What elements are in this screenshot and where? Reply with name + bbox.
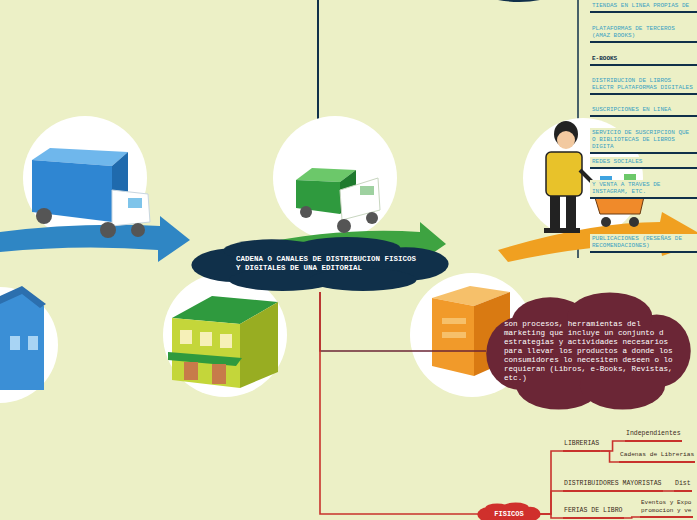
blue-arrow-band	[0, 216, 190, 262]
node-text: Eventos y Expo promocion y ve	[641, 499, 692, 514]
orange-warehouse-part	[442, 318, 466, 324]
definition-cloud: son procesos, herramientas del marketing…	[482, 290, 695, 412]
central-cloud: CADENA O CANALES DE DISTRIBUCION FISICOS…	[186, 236, 454, 292]
branch-item: FERIAS DE LIBRO	[563, 507, 624, 519]
leaf-item: Eventos y Expo promocion y ve	[640, 499, 693, 518]
shopper-figure-part	[629, 217, 639, 227]
blue-house-part	[10, 336, 20, 350]
leaf-item: Cadenas de Librerias	[619, 451, 695, 463]
white-circles-part	[273, 116, 397, 240]
node-text: Cadenas de Librerias	[620, 451, 694, 459]
branch-heading: E-BOOKS	[590, 54, 697, 66]
node-text: SUSCRIPCIONES EN LINEA	[592, 106, 695, 113]
branch-item: PUBLICACIONES (RESEÑAS DE RECOMENDACIONE…	[590, 234, 697, 253]
shopper-figure-part	[562, 228, 580, 233]
green-building-part	[240, 302, 278, 388]
blue-arrow-band-part	[0, 216, 190, 262]
orange-arrow-band	[498, 212, 697, 262]
node-text: TIENDAS EN LINEA PROPIAS DE	[592, 2, 695, 9]
physical-cloud: FISICOS	[476, 502, 542, 520]
blue-truck	[32, 148, 150, 238]
shopper-figure-part	[544, 228, 562, 233]
connector	[320, 292, 480, 514]
connector	[539, 451, 563, 514]
node-text: Independientes	[626, 430, 681, 438]
green-truck	[296, 168, 380, 233]
green-building-part	[220, 334, 232, 348]
node-text: FISICOS	[494, 510, 523, 518]
node-text: CADENA O CANALES DE DISTRIBUCION FISICOS…	[186, 255, 421, 274]
branch-item: LIBRERIAS	[563, 440, 600, 452]
shopper-figure-part	[601, 217, 611, 227]
orange-arrow-band-part	[498, 212, 697, 262]
node-text: REDES SOCIALES	[592, 158, 695, 165]
green-truck-part	[360, 186, 374, 195]
node-text: DISTRIBUIDORES MAYORISTAS	[564, 480, 662, 488]
blue-house-part	[28, 336, 38, 350]
node-text: DISTRIBUCION DE LIBROS ELECTR PLATAFORMA…	[592, 77, 695, 91]
shopper-figure-part	[566, 196, 576, 230]
blue-truck-part	[128, 198, 142, 208]
green-building-part	[184, 362, 198, 380]
blue-truck-part	[112, 190, 150, 226]
leaf-item: Dist	[674, 480, 692, 492]
branch-item: TIENDAS EN LINEA PROPIAS DE	[590, 1, 697, 13]
green-building-part	[200, 332, 212, 346]
blue-truck-part	[131, 223, 145, 237]
branch-item: Y VENTA A TRAVES DE INSTAGRAM, ETC.	[590, 180, 697, 199]
green-building-part	[168, 352, 242, 366]
branch-item: PLATAFORMAS DE TERCEROS (AMAZ BOOKS)	[590, 24, 697, 43]
blue-truck-part	[100, 222, 116, 238]
connector	[320, 292, 486, 351]
node-text: FERIAS DE LIBRO	[564, 507, 623, 515]
green-building	[168, 296, 278, 388]
node-text: PLATAFORMAS DE TERCEROS (AMAZ BOOKS)	[592, 25, 695, 39]
shopper-figure-part	[557, 131, 575, 149]
branch-item: SERVICIO DE SUSCRIPCION QUE O BIBLIOTECA…	[590, 128, 697, 154]
blue-truck-part	[36, 208, 52, 224]
blue-house	[0, 286, 46, 390]
white-circles-part	[0, 287, 58, 403]
leaf-item: Independientes	[625, 430, 682, 442]
node-text: son procesos, herramientas del marketing…	[482, 320, 695, 383]
green-truck-part	[366, 212, 378, 224]
connector	[539, 491, 563, 514]
branch-item: DISTRIBUCION DE LIBROS ELECTR PLATAFORMA…	[590, 76, 697, 95]
green-truck-part	[300, 206, 312, 218]
branch-item: SUSCRIPCIONES EN LINEA	[590, 105, 697, 117]
connector	[600, 451, 619, 462]
shopper-figure-part	[550, 196, 560, 230]
node-text: PUBLICACIONES (RESEÑAS DE RECOMENDACIONE…	[592, 235, 695, 249]
connector	[663, 490, 674, 492]
branch-item: REDES SOCIALES	[590, 157, 697, 169]
connector	[600, 441, 625, 451]
orange-warehouse-part	[442, 332, 466, 338]
white-circles-part	[163, 273, 287, 397]
node-text: SERVICIO DE SUSCRIPCION QUE O BIBLIOTECA…	[592, 129, 695, 150]
green-truck-part	[337, 219, 351, 233]
green-building-part	[180, 330, 192, 344]
branch-item: DISTRIBUIDORES MAYORISTAS	[563, 480, 663, 492]
leader-lines-part	[498, 0, 540, 2]
green-building-part	[172, 318, 240, 388]
node-text: E-BOOKS	[592, 55, 695, 62]
orange-warehouse-part	[432, 298, 474, 376]
connector	[624, 517, 640, 518]
node-text: Y VENTA A TRAVES DE INSTAGRAM, ETC.	[592, 181, 695, 195]
shopper-figure-part	[546, 152, 582, 196]
blue-house-part	[0, 286, 46, 308]
node-text: Dist	[675, 480, 691, 488]
green-building-part	[212, 364, 226, 384]
connector	[539, 514, 563, 518]
node-text: LIBRERIAS	[564, 440, 599, 448]
